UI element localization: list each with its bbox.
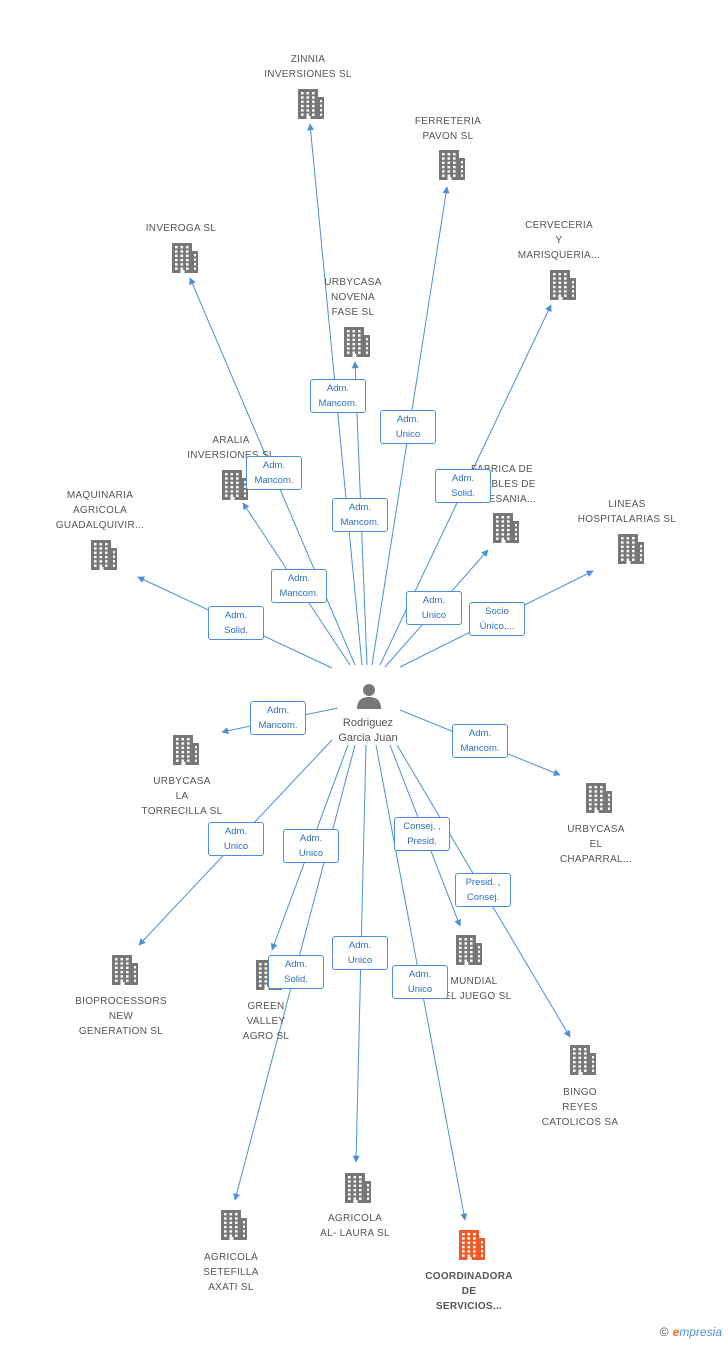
building-icon <box>618 534 644 564</box>
company-label: LINEAS HOSPITALARIAS SL <box>577 499 677 525</box>
role-badge-urbycasa-novena[interactable]: Adm. Mancom. <box>332 498 388 532</box>
role-badge-bingo[interactable]: Presid. , Consej. <box>455 873 511 907</box>
company-label: AGRICOLA SETEFILLA AXATI SL <box>203 1252 259 1293</box>
role-badge-ferreteria[interactable]: Adm. Unico <box>380 410 436 444</box>
role-badge-aralia[interactable]: Adm. Mancom. <box>246 456 302 490</box>
company-label: URBYCASA EL CHAPARRAL... <box>559 824 633 865</box>
building-icon <box>173 735 199 765</box>
company-label: ARALIA INVERSIONES SL <box>187 435 274 461</box>
company-label: MAQUINARIA AGRICOLA GUADALQUIVIR... <box>55 490 145 531</box>
brand-e: e <box>672 1325 680 1339</box>
brand-logo: ©empresia <box>660 1325 722 1339</box>
role-badge-al-laura[interactable]: Adm. Unico <box>332 936 388 970</box>
building-icon <box>344 327 370 357</box>
role-badge-chaparral[interactable]: Adm. Mancom. <box>452 724 508 758</box>
company-label: ZINNIA INVERSIONES SL <box>264 54 352 80</box>
role-badge-mundial[interactable]: Consej. , Presid. <box>394 817 450 851</box>
role-badge-zinnia[interactable]: Adm. Mancom. <box>310 379 366 413</box>
building-icon <box>550 270 576 300</box>
company-label: CERVECERIA Y MARISQUERIA... <box>517 220 601 261</box>
role-badge-torrecilla[interactable]: Adm. Mancom. <box>250 701 306 735</box>
role-badge-inveroga[interactable]: Adm. Mancom. <box>271 569 327 603</box>
company-label: URBYCASA LA TORRECILLA SL <box>141 776 223 817</box>
building-icon <box>112 955 138 985</box>
building-icon <box>570 1045 596 1075</box>
person-name: Rodriguez Garcia Juan <box>338 717 398 744</box>
building-icon <box>493 513 519 543</box>
role-badge-green-valley[interactable]: Adm. Solid. <box>268 955 324 989</box>
role-badge-lineas[interactable]: Socio Único,... <box>469 602 525 636</box>
company-label: COORDINADORA DE SERVICIOS... <box>425 1271 513 1312</box>
building-icon <box>221 1210 247 1240</box>
copyright-symbol: © <box>659 1325 669 1339</box>
company-label: FERRETERIA PAVON SL <box>414 116 482 142</box>
building-icon <box>298 89 324 119</box>
building-icon <box>91 540 117 570</box>
building-icon <box>222 470 248 500</box>
company-label: AGRICOLA AL- LAURA SL <box>320 1213 390 1239</box>
building-icon <box>345 1173 371 1203</box>
building-icon <box>456 935 482 965</box>
company-label: BINGO REYES CATOLICOS SA <box>541 1087 619 1128</box>
building-icon <box>439 150 465 180</box>
company-label: FABRICA DE MUEBLES DE ARTESANIA... <box>467 464 537 505</box>
building-icon <box>586 783 612 813</box>
company-label: URBYCASA NOVENA FASE SL <box>324 277 382 318</box>
role-badge-maquinaria[interactable]: Adm. Solid. <box>208 606 264 640</box>
role-badge-setefilla[interactable]: Adm. Unico <box>283 829 339 863</box>
building-icon <box>172 243 198 273</box>
company-label: GREEN VALLEY AGRO SL <box>242 1001 290 1042</box>
person-icon <box>357 684 381 709</box>
role-badge-fabrica[interactable]: Adm. Unico <box>406 591 462 625</box>
company-label: BIOPROCESSORS NEW GENERATION SL <box>75 996 167 1037</box>
role-badge-bioprocessors[interactable]: Adm. Unico <box>208 822 264 856</box>
company-label: INVEROGA SL <box>145 223 217 234</box>
brand-name: mpresia <box>679 1325 722 1339</box>
building-icon <box>459 1230 485 1260</box>
role-badge-coordinadora[interactable]: Adm. Unico <box>392 965 448 999</box>
role-badge-cerveceria[interactable]: Adm. Solid. <box>435 469 491 503</box>
